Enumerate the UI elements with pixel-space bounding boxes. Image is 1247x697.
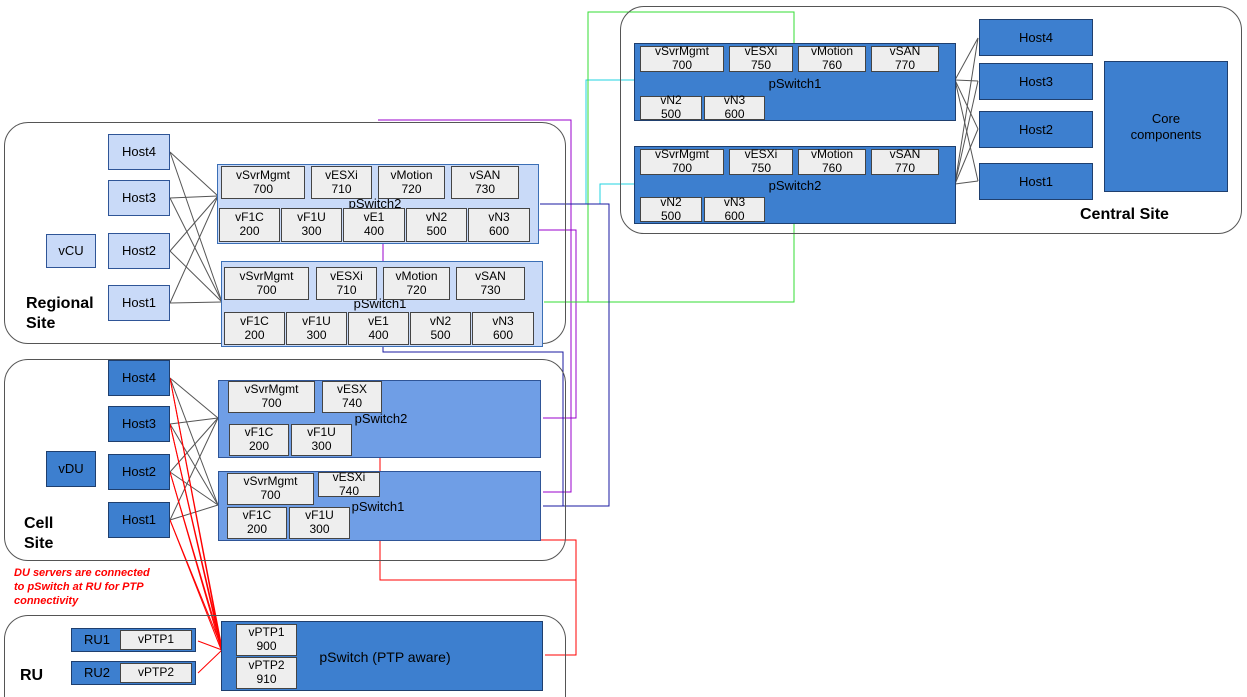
ru2-label: RU2 [84,665,111,681]
ru-site-label: RU [20,667,44,684]
central-host4[interactable]: Host4 [979,19,1093,56]
regional-host2[interactable]: Host2 [108,233,170,269]
cell-host2[interactable]: Host2 [108,454,170,490]
ru2-vptp2[interactable]: vPTP2 [120,663,192,683]
regional-host3[interactable]: Host3 [108,180,170,216]
central-host3[interactable]: Host3 [979,63,1093,100]
cell-site-label: Cell Site [24,515,54,552]
regional-host1[interactable]: Host1 [108,285,170,321]
cell-host4[interactable]: Host4 [108,360,170,396]
cell-host3[interactable]: Host3 [108,406,170,442]
vdu-box[interactable]: vDU [46,451,96,487]
regional-site-label: Regional Site [26,295,94,332]
ru-region [4,615,566,697]
central-host2[interactable]: Host2 [979,111,1093,148]
vcu-box[interactable]: vCU [46,234,96,268]
cell-host1[interactable]: Host1 [108,502,170,538]
regional-host4[interactable]: Host4 [108,134,170,170]
ru1-label: RU1 [84,632,111,648]
central-site-label: Central Site [1080,206,1169,223]
core-components[interactable]: Core components [1104,61,1228,192]
central-host1[interactable]: Host1 [979,163,1093,200]
cell-site-region [4,359,566,561]
central-site-region [620,6,1242,234]
ru1-vptp1[interactable]: vPTP1 [120,630,192,650]
ptp-note: DU servers are connected to pSwitch at R… [14,567,150,607]
